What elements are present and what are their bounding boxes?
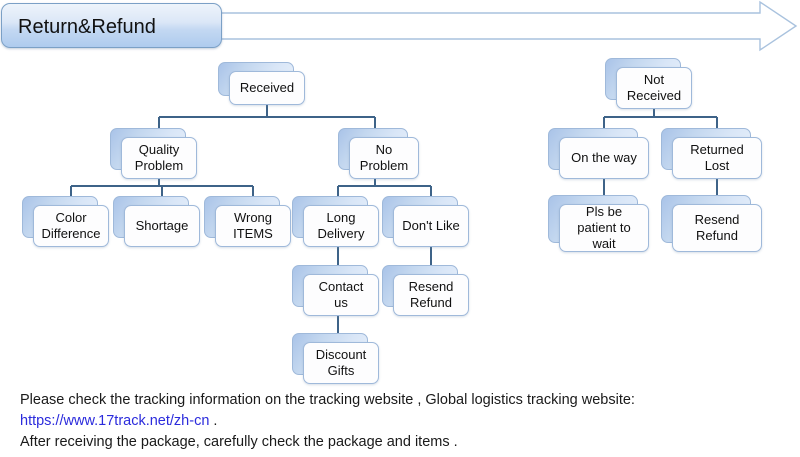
flow-node-card: Wrong ITEMS <box>215 205 291 247</box>
flow-node-discount: Discount Gifts <box>292 333 379 384</box>
flow-node-card: Resend Refund <box>393 274 469 316</box>
flow-node-dont-like: Don't Like <box>382 196 469 247</box>
flow-node-card: Resend Refund <box>672 204 762 252</box>
flow-node-card: Pls be patient to wait <box>559 204 649 252</box>
flow-node-label: On the way <box>571 150 637 165</box>
flow-node-card: Received <box>229 71 305 105</box>
flow-node-card: No Problem <box>349 137 419 179</box>
flow-node-pls-be-patient: Pls be patient to wait <box>548 195 649 252</box>
flow-node-color-diff: Color Difference <box>22 196 109 247</box>
tracking-website-link[interactable]: https://www.17track.net/zh-cn <box>20 413 210 429</box>
footer-line-2: https://www.17track.net/zh-cn . <box>20 411 780 432</box>
flow-node-label: Contact us <box>318 279 364 310</box>
flow-node-card: Discount Gifts <box>303 342 379 384</box>
flow-node-label: Wrong ITEMS <box>233 210 273 241</box>
flow-node-not-received: Not Received <box>605 58 692 109</box>
flow-node-card: Shortage <box>124 205 200 247</box>
flow-node-label: Returned Lost <box>690 142 744 173</box>
flow-node-contact-us: Contact us <box>292 265 379 316</box>
flow-node-resend-left: Resend Refund <box>382 265 469 316</box>
flow-node-on-the-way: On the way <box>548 128 649 179</box>
flow-node-label: Shortage <box>135 218 189 233</box>
flow-node-label: No Problem <box>359 142 409 173</box>
flow-node-label: Quality Problem <box>134 142 184 173</box>
footer-link-suffix: . <box>209 413 218 429</box>
header-banner: Return&Refund <box>0 0 800 56</box>
flow-node-label: Don't Like <box>402 218 460 233</box>
flow-node-no-problem: No Problem <box>338 128 419 179</box>
flow-node-long-delivery: Long Delivery <box>292 196 379 247</box>
flow-node-returned-lost: Returned Lost <box>661 128 762 179</box>
flow-node-card: Don't Like <box>393 205 469 247</box>
flow-node-card: Long Delivery <box>303 205 379 247</box>
footer-line-1: Please check the tracking information on… <box>20 392 635 408</box>
flow-node-card: Quality Problem <box>121 137 197 179</box>
flow-node-label: Long Delivery <box>317 210 365 241</box>
flow-node-resend-right: Resend Refund <box>661 195 762 252</box>
flow-node-shortage: Shortage <box>113 196 200 247</box>
flow-node-card: Not Received <box>616 67 692 109</box>
flow-node-card: On the way <box>559 137 649 179</box>
footer-line-3: After receiving the package, carefully c… <box>20 434 458 450</box>
flow-node-wrong-items: Wrong ITEMS <box>204 196 291 247</box>
flow-node-label: Not Received <box>626 72 682 103</box>
flow-node-label: Received <box>239 80 295 95</box>
flow-node-quality: Quality Problem <box>110 128 197 179</box>
flow-node-card: Contact us <box>303 274 379 316</box>
footer-note: Please check the tracking information on… <box>20 390 780 453</box>
flow-node-label: Resend Refund <box>408 279 454 310</box>
flow-node-label: Discount Gifts <box>315 347 367 378</box>
flow-node-card: Color Difference <box>33 205 109 247</box>
page-title: Return&Refund <box>18 16 156 38</box>
flow-node-label: Color Difference <box>41 210 101 241</box>
flow-node-label: Resend Refund <box>694 212 740 243</box>
flow-node-received: Received <box>218 62 305 105</box>
header-title-tab: Return&Refund <box>1 3 222 48</box>
flow-node-card: Returned Lost <box>672 137 762 179</box>
flow-node-label: Pls be patient to wait <box>577 204 631 251</box>
